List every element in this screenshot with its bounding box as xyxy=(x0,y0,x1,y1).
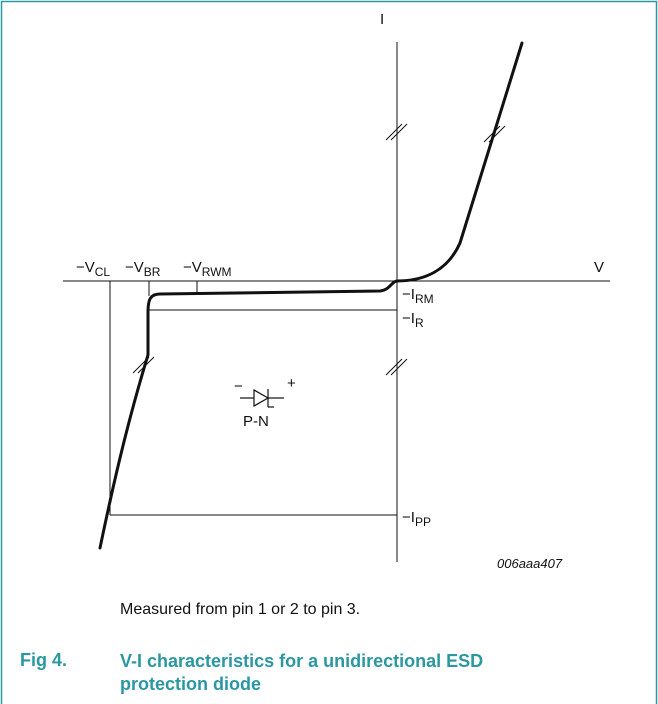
figure-number: Fig 4. xyxy=(20,650,68,670)
diode-plus-sign: + xyxy=(287,375,296,392)
vrwm-label: −VRWM xyxy=(183,259,232,279)
ir-label: −IR xyxy=(402,310,424,330)
diode-minus-sign: − xyxy=(234,378,243,395)
figure-caption: Measured from pin 1 or 2 to pin 3. xyxy=(120,601,361,618)
figure-code: 006aaa407 xyxy=(497,556,563,571)
diode-type-label: P-N xyxy=(243,413,269,430)
diode-icon xyxy=(240,388,284,408)
x-axis-label: V xyxy=(594,259,604,276)
vbr-label: −VBR xyxy=(125,259,161,279)
axis-break-marks xyxy=(132,123,506,376)
ipp-label: −IPP xyxy=(402,509,431,529)
irm-label: −IRM xyxy=(402,286,434,306)
vcl-label: −VCL xyxy=(76,259,110,279)
vi-characteristic-curve xyxy=(98,41,524,550)
y-axis-label: I xyxy=(380,11,384,28)
figure-title: V-I characteristics for a unidirectional… xyxy=(120,651,484,694)
